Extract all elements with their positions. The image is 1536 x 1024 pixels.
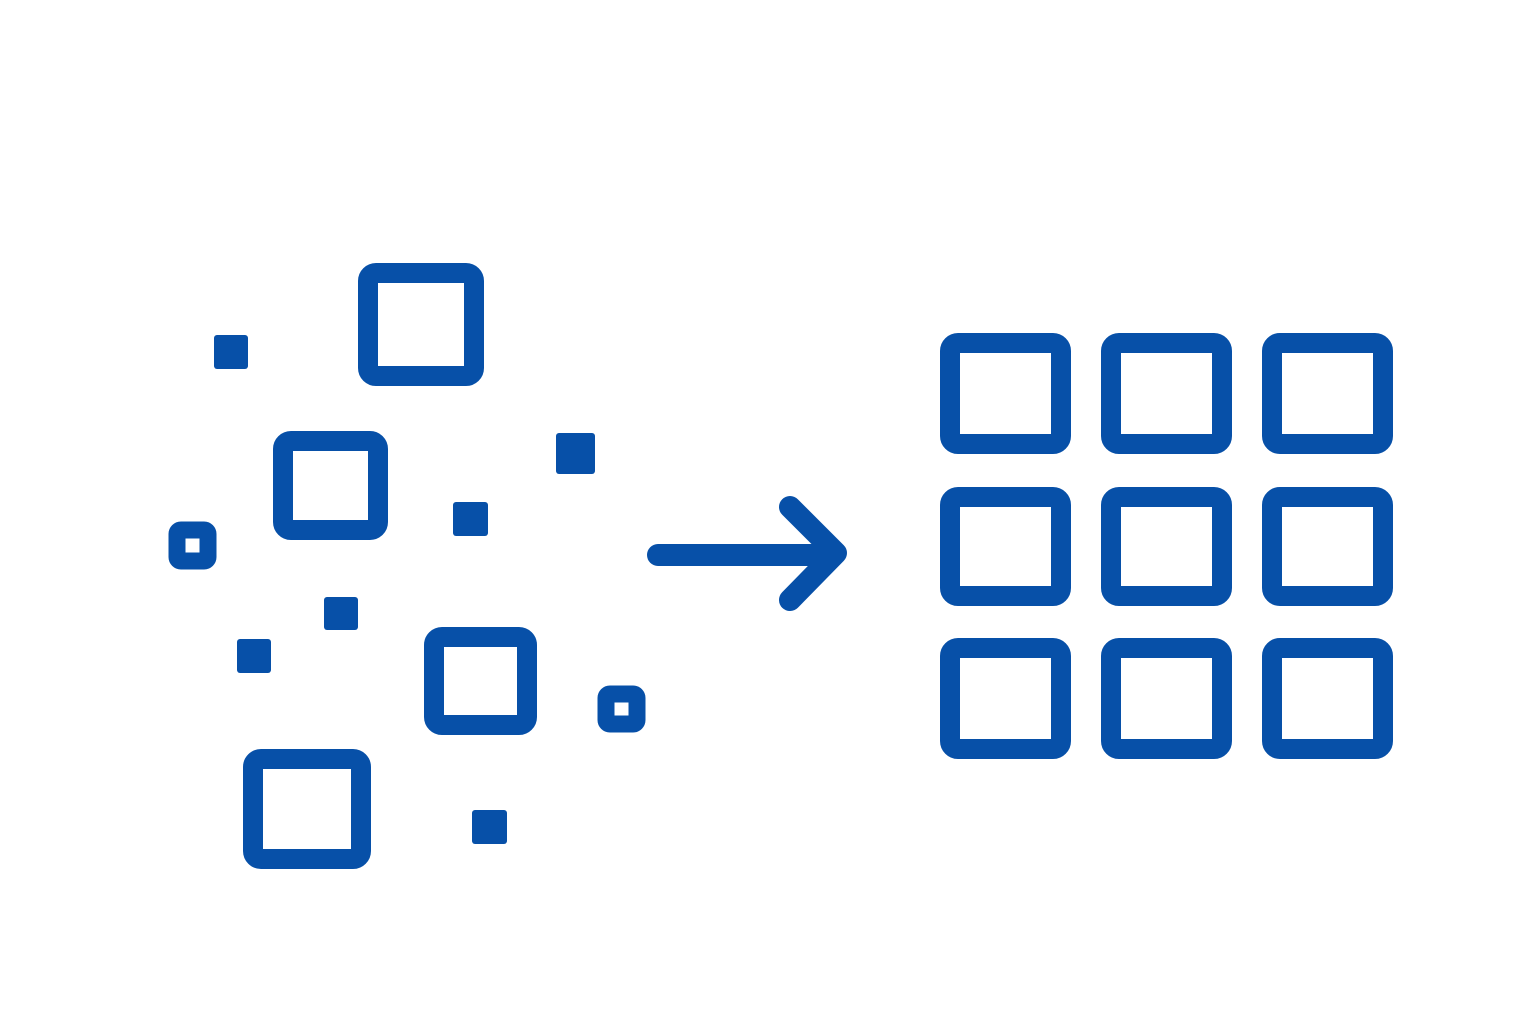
grid-cell-square [1262, 333, 1393, 454]
grid-cell-square [1101, 487, 1232, 606]
grid-cell-square [1262, 638, 1393, 759]
scattered-large-square [358, 263, 484, 386]
grid-cell-square [1101, 638, 1232, 759]
filled-squares [214, 335, 595, 844]
grid-cell-square [1262, 487, 1393, 606]
scattered-filled-square [556, 433, 595, 474]
scattered-small-square [168, 521, 217, 570]
right-arrow-icon [647, 496, 847, 611]
scattered-filled-square [324, 597, 358, 630]
arrow-head [779, 496, 847, 611]
grid-cell-square [940, 638, 1071, 759]
grid-cell-square [940, 487, 1071, 606]
scattered-filled-square [472, 810, 507, 844]
grid-cell-square [1101, 333, 1232, 454]
organized-grid [940, 333, 1393, 759]
scattered-filled-square [214, 335, 248, 369]
scattered-large-square [243, 749, 371, 869]
scattered-large-square [424, 627, 537, 735]
scattered-large-square [273, 431, 388, 540]
scattered-filled-square [453, 502, 488, 536]
scattered-small-square [597, 685, 646, 733]
scattered-filled-square [237, 639, 271, 673]
scattered-squares-group [168, 263, 646, 869]
grid-cell-square [940, 333, 1071, 454]
